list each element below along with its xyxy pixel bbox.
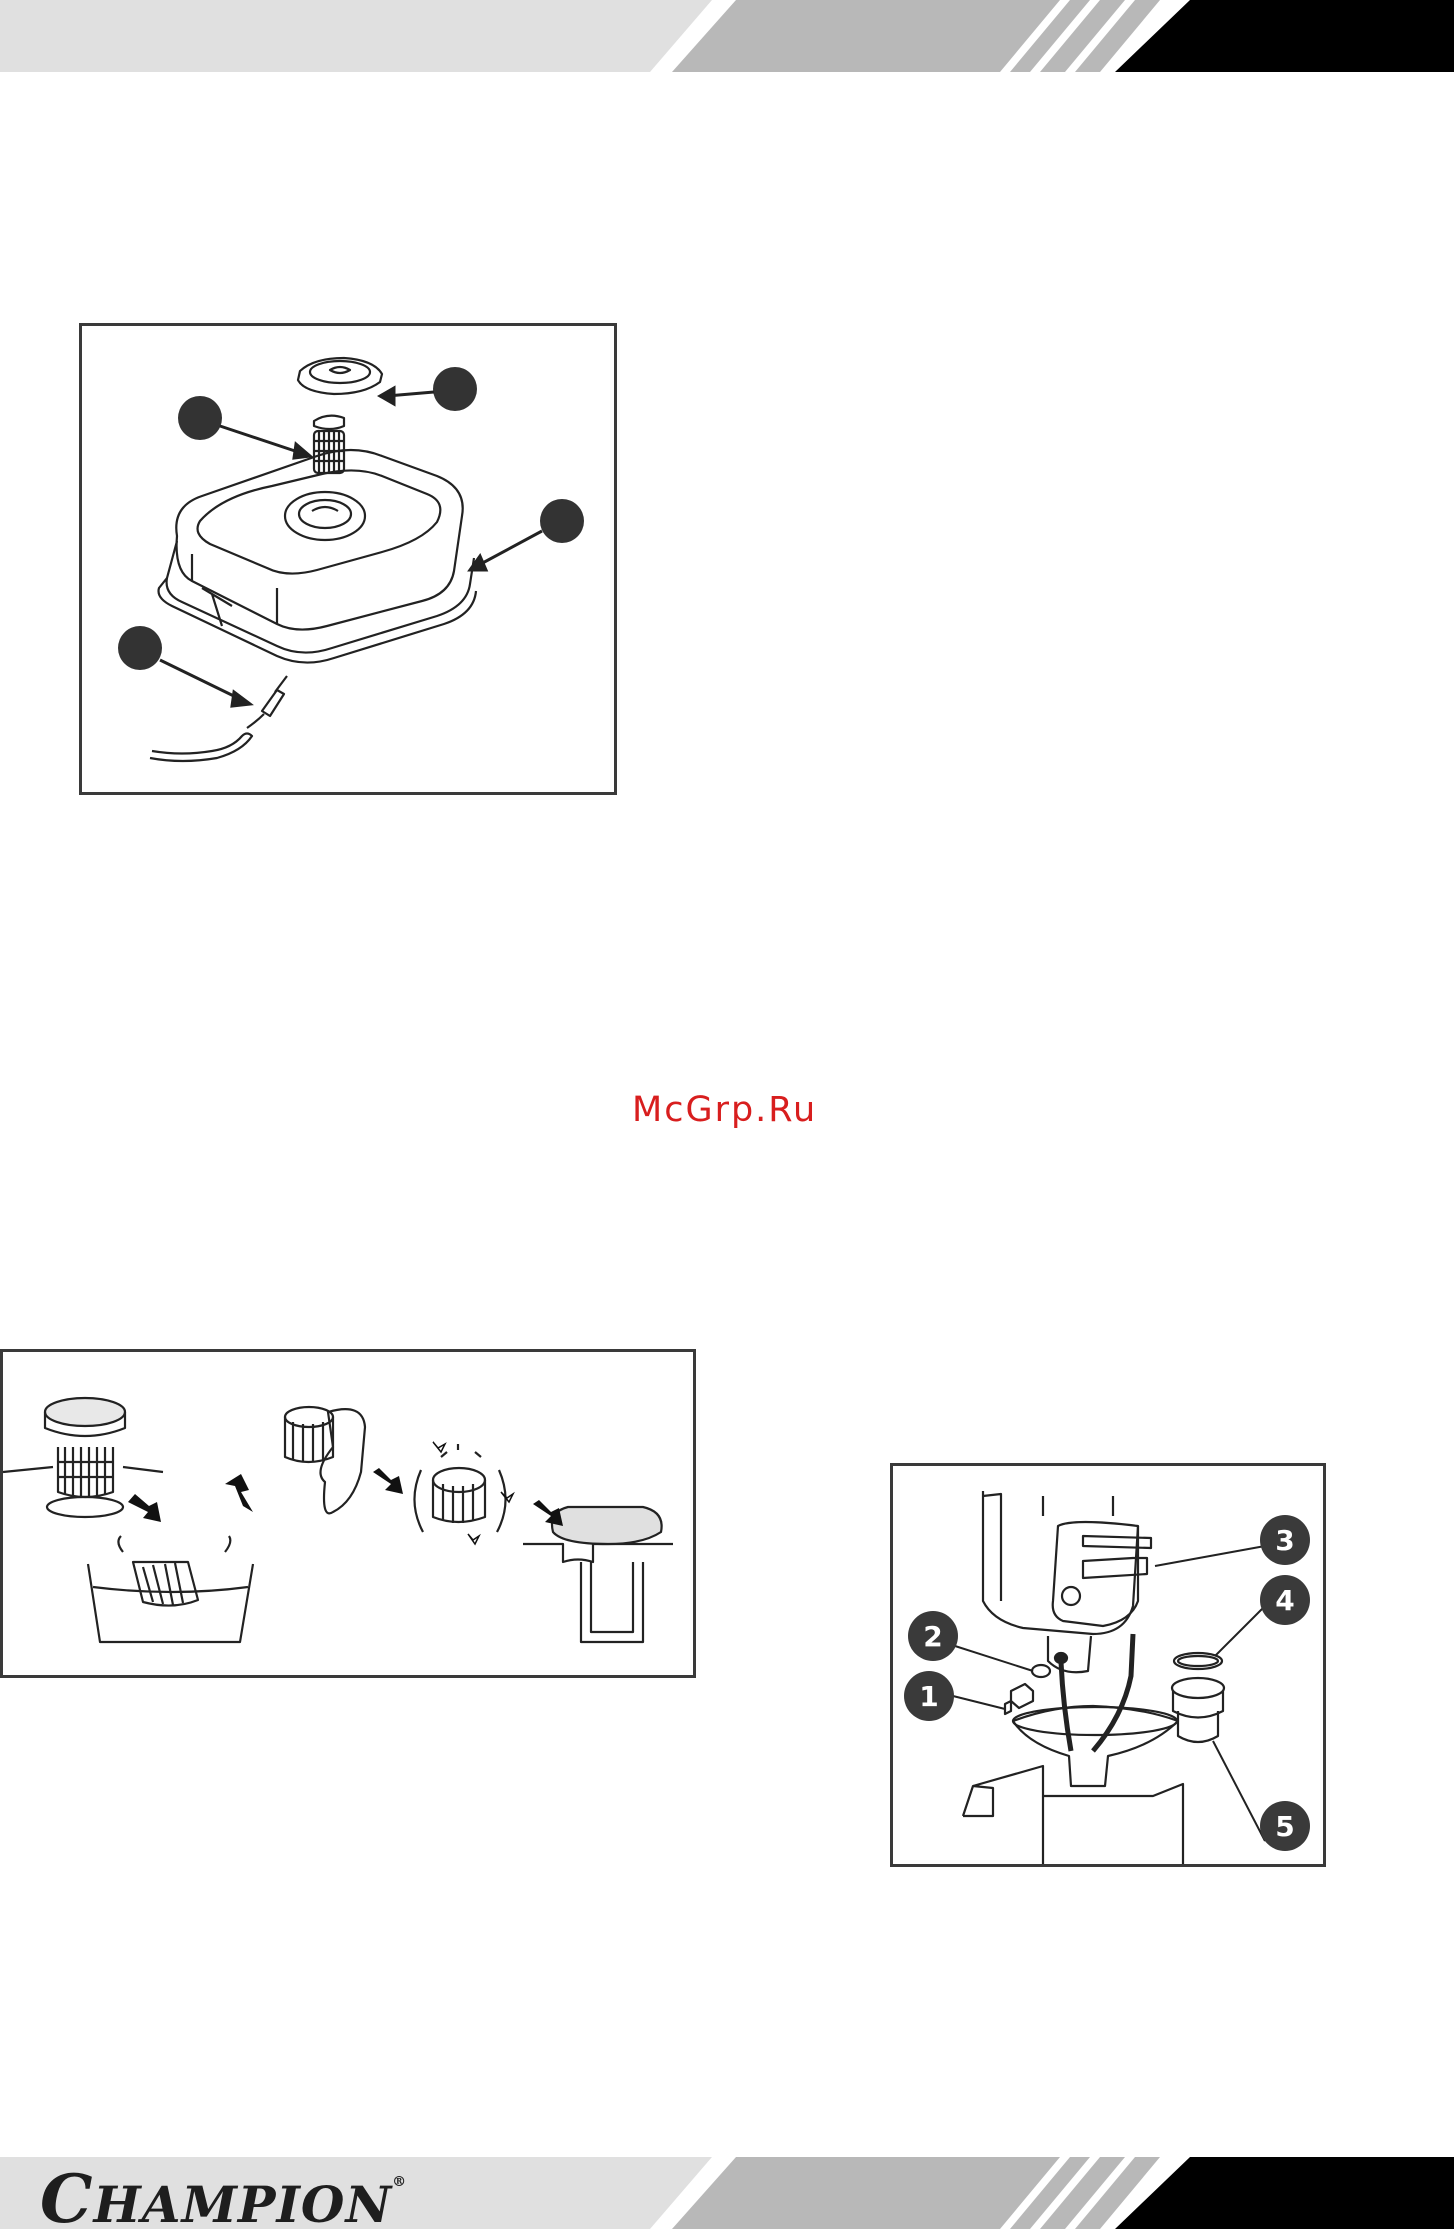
callout-2: 2 (908, 1611, 958, 1661)
tank-callouts (118, 367, 584, 670)
strainer-cleaning-figure (0, 1349, 696, 1678)
watermark-text: McGrp.Ru (632, 1090, 817, 1130)
callout-marker (118, 626, 162, 670)
svg-text:4: 4 (1275, 1584, 1294, 1617)
champion-logo: CHAMPION® (40, 2160, 407, 2238)
strainer-cleaning-illustration (3, 1352, 693, 1675)
brand-initial: C (40, 2160, 94, 2238)
callout-marker (178, 396, 222, 440)
callout-3: 3 (1260, 1515, 1310, 1565)
callout-4: 4 (1260, 1575, 1310, 1625)
drain-callouts: 1 2 3 4 5 (904, 1515, 1310, 1851)
svg-text:1: 1 (919, 1680, 938, 1713)
callout-5: 5 (1260, 1801, 1310, 1851)
header-stripes (0, 0, 1454, 72)
brand-name: HAMPION (94, 2175, 393, 2234)
callout-marker (540, 499, 584, 543)
sediment-cup-figure: 1 2 3 4 5 (890, 1463, 1326, 1867)
header-band (0, 0, 1454, 72)
callout-1: 1 (904, 1671, 954, 1721)
registered-mark: ® (392, 2174, 407, 2190)
fuel-tank-figure (79, 323, 617, 795)
callout-marker (433, 367, 477, 411)
svg-text:5: 5 (1275, 1810, 1294, 1843)
fuel-tank-illustration (82, 326, 614, 792)
sediment-cup-illustration: 1 2 3 4 5 (893, 1466, 1323, 1864)
svg-text:3: 3 (1275, 1524, 1294, 1557)
svg-text:2: 2 (923, 1620, 942, 1653)
